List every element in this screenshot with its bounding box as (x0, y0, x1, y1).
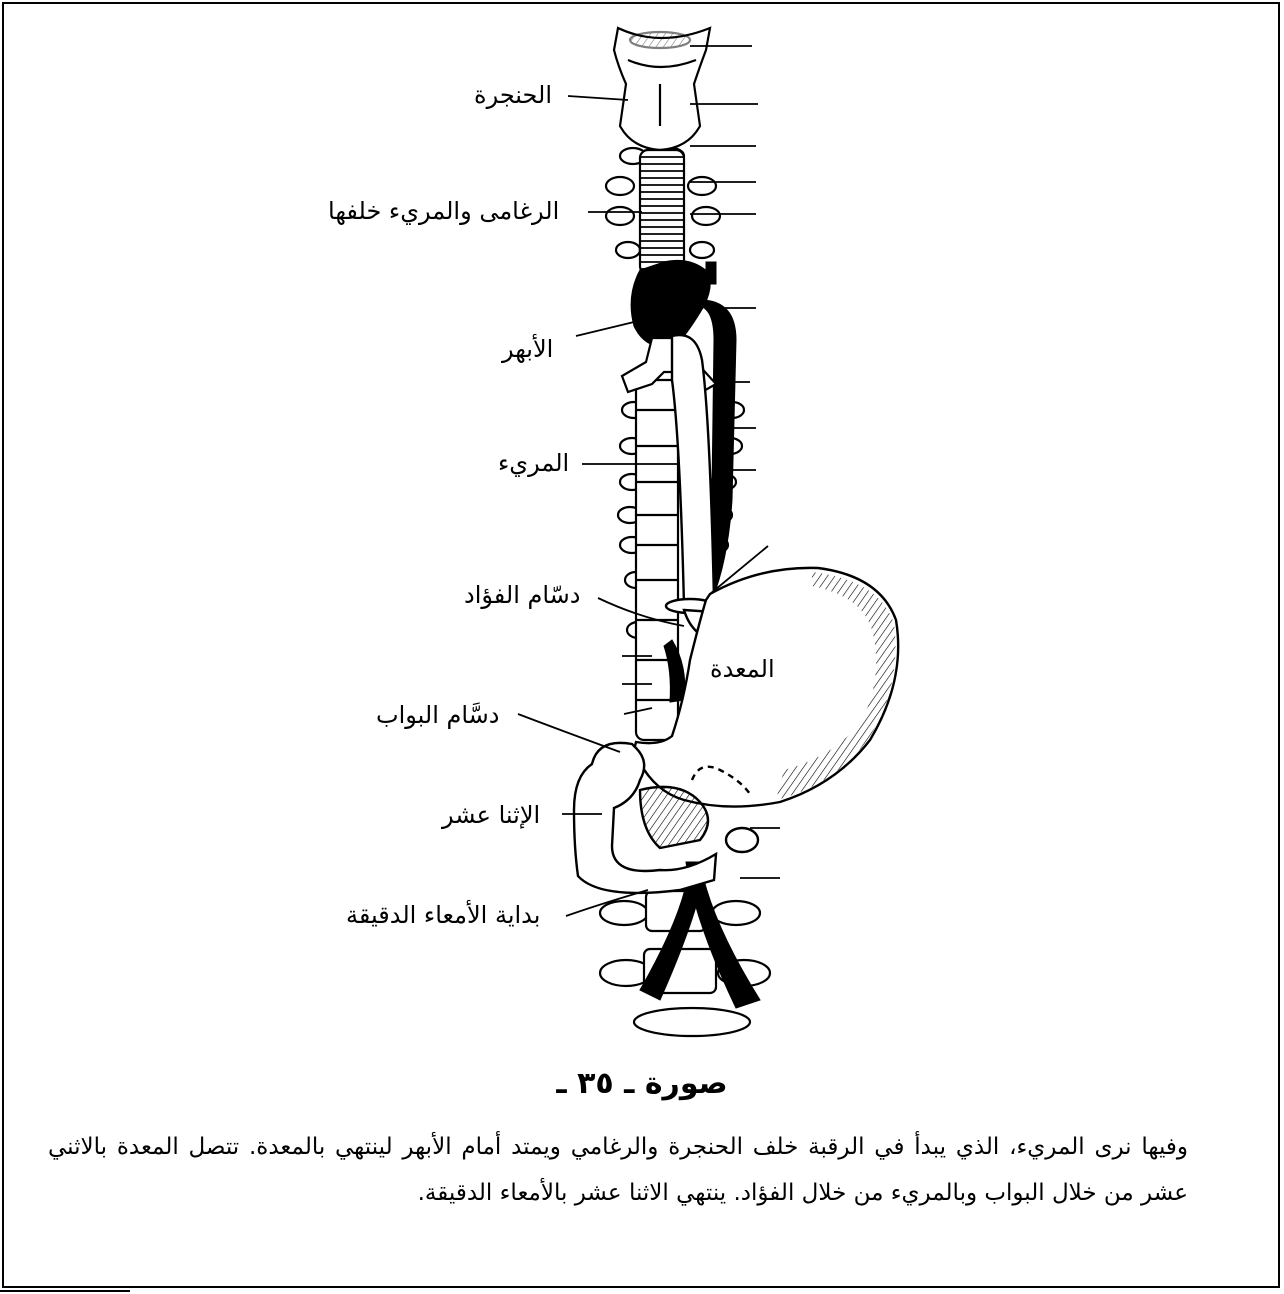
label-esophagus: المريء (498, 448, 569, 478)
spine-base (634, 1008, 750, 1036)
label-larynx: الحنجرة (474, 80, 552, 110)
figure-caption: صورة ـ ٣٥ ـ (0, 1066, 1284, 1101)
label-stomach: المعدة (710, 654, 775, 684)
label-cardiac-sphincter: دسّام الفؤاد (464, 580, 580, 610)
label-aorta: الأبهر (502, 334, 553, 364)
label-pyloric-sphincter: دسَّام البواب (376, 700, 499, 730)
label-trachea: الرغامى والمريء خلفها (328, 196, 559, 226)
trachea-illustration (640, 150, 684, 274)
label-small-intestine-start: بداية الأمعاء الدقيقة (346, 900, 540, 930)
label-duodenum: الإثنا عشر (442, 800, 540, 830)
figure-description: وفيها نرى المريء، الذي يبدأ في الرقبة خل… (48, 1124, 1188, 1216)
